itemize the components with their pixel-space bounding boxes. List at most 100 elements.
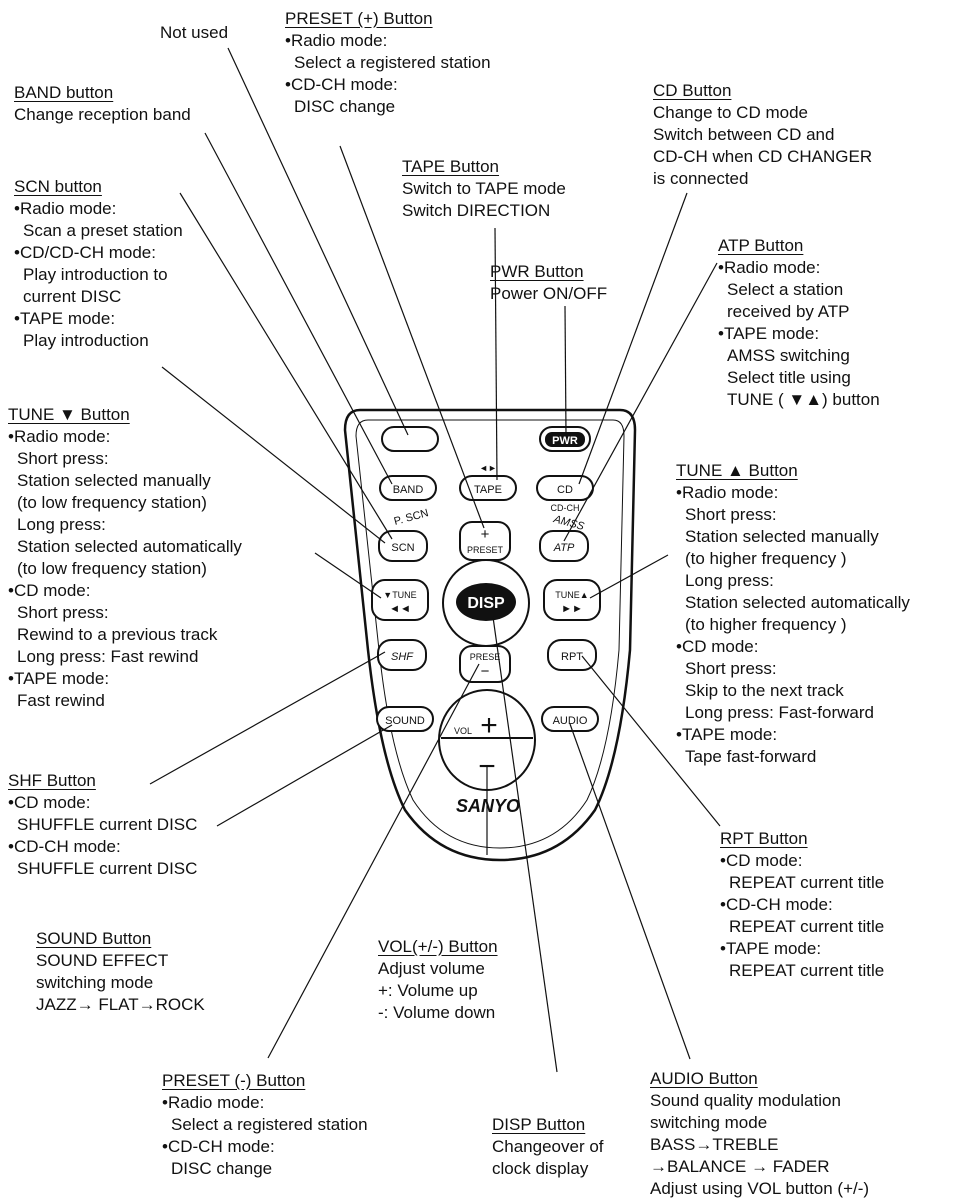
- leader-scn: [179, 192, 393, 540]
- audio-button[interactable]: AUDIO: [541, 706, 599, 732]
- preset-plus-sign: +: [481, 526, 490, 543]
- rpt-button[interactable]: RPT: [547, 639, 597, 671]
- scn-mode-3: TAPE mode:: [14, 308, 183, 330]
- rpt-mode-3: TAPE mode:: [720, 938, 884, 960]
- preset-minus-button[interactable]: PRESE −: [459, 645, 511, 683]
- preset-minus-desc-2: DISC change: [171, 1159, 273, 1178]
- shf-mode-1: CD mode:: [8, 792, 197, 814]
- band-callout: BAND button Change reception band: [14, 82, 191, 126]
- tune-down-desc-1b: Station selected manually: [17, 471, 211, 490]
- leader-scn-2: [161, 366, 386, 544]
- tune-up-desc-1b: Station selected manually: [685, 527, 879, 546]
- sound-callout: SOUND Button SOUND EFFECT switching mode…: [36, 928, 205, 1016]
- sound-button[interactable]: SOUND: [376, 706, 434, 732]
- vol-plus-icon: +: [480, 709, 498, 742]
- preset-plus-label: PRESET: [467, 545, 504, 555]
- scn-button-label: SCN: [391, 542, 414, 554]
- rpt-mode-2: CD-CH mode:: [720, 894, 884, 916]
- leader-lines: [149, 47, 721, 1073]
- tape-title: TAPE Button: [402, 157, 500, 176]
- tune-up-desc-1d: Long press:: [685, 571, 774, 590]
- preset-plus-mode-2: CD-CH mode:: [285, 74, 491, 96]
- tune-up-desc-1f: (to higher frequency ): [685, 615, 847, 634]
- tune-up-desc-2b: Skip to the next track: [685, 681, 844, 700]
- leader-tune-up: [589, 554, 669, 599]
- band-button-label: BAND: [393, 484, 424, 496]
- shf-button[interactable]: SHF: [377, 639, 427, 671]
- pwr-line-1: Power ON/OFF: [490, 284, 608, 303]
- tune-up-button[interactable]: TUNE▲ ►►: [543, 579, 601, 621]
- cd-line-4: is connected: [653, 169, 749, 188]
- band-button[interactable]: BAND: [379, 475, 437, 501]
- rpt-button-label: RPT: [561, 651, 583, 663]
- tape-callout: TAPE Button Switch to TAPE mode Switch D…: [402, 156, 566, 222]
- pwr-button[interactable]: PWR: [539, 426, 591, 452]
- tune-down-mode-3: TAPE mode:: [8, 668, 242, 690]
- preset-plus-callout: PRESET (+) Button Radio mode: Select a r…: [285, 8, 491, 118]
- tune-up-desc-1c: (to higher frequency ): [685, 549, 847, 568]
- scn-callout: SCN button Radio mode: Scan a preset sta…: [14, 176, 183, 352]
- atp-callout: ATP Button Radio mode: Select a station …: [718, 235, 880, 411]
- scn-desc-2b: current DISC: [23, 287, 122, 306]
- tune-up-mode-2: CD mode:: [676, 636, 910, 658]
- tune-down-desc-1f: (to low frequency station): [17, 559, 207, 578]
- leader-pwr: [564, 305, 567, 436]
- shf-mode-2: CD-CH mode:: [8, 836, 197, 858]
- rpt-title: RPT Button: [720, 829, 808, 848]
- rpt-desc-1: REPEAT current title: [729, 873, 885, 892]
- cd-title: CD Button: [653, 81, 732, 100]
- tune-up-label: TUNE▲: [555, 590, 588, 600]
- shf-callout: SHF Button CD mode: SHUFFLE current DISC…: [8, 770, 197, 880]
- sanyo-logo: SANYO: [456, 796, 520, 816]
- tune-down-desc-3a: Fast rewind: [17, 691, 105, 710]
- cd-line-3: CD-CH when CD CHANGER: [653, 147, 873, 166]
- preset-minus-title: PRESET (-) Button: [162, 1071, 306, 1090]
- vol-label: VOL: [454, 726, 472, 736]
- pwr-button-label: PWR: [552, 435, 578, 447]
- preset-plus-button[interactable]: + PRESET: [459, 521, 511, 561]
- cd-callout: CD Button Change to CD mode Switch betwe…: [653, 80, 872, 190]
- cd-line-1: Change to CD mode: [653, 103, 808, 122]
- leader-shf: [149, 651, 386, 785]
- rpt-callout: RPT Button CD mode: REPEAT current title…: [720, 828, 884, 982]
- tune-down-desc-1d: Long press:: [17, 515, 106, 534]
- sound-line-1: SOUND EFFECT: [36, 951, 169, 970]
- tape-button-label: TAPE: [474, 484, 502, 496]
- tune-up-desc-1a: Short press:: [685, 505, 777, 524]
- tune-up-desc-3a: Tape fast-forward: [685, 747, 817, 766]
- preset-minus-mode-1: Radio mode:: [162, 1092, 368, 1114]
- cd-line-2: Switch between CD and: [653, 125, 835, 144]
- scn-title: SCN button: [14, 177, 102, 196]
- leader-not-used: [227, 47, 409, 436]
- audio-title: AUDIO Button: [650, 1069, 758, 1088]
- scn-mode-1: Radio mode:: [14, 198, 183, 220]
- preset-plus-mode-1: Radio mode:: [285, 30, 491, 52]
- tune-down-mode-1: Radio mode:: [8, 426, 242, 448]
- shf-button-label: SHF: [391, 651, 414, 663]
- atp-desc-2b: Select title using: [727, 368, 851, 387]
- disp-button[interactable]: DISP: [456, 583, 516, 621]
- preset-plus-title: PRESET (+) Button: [285, 9, 433, 28]
- cd-button-label: CD: [557, 484, 573, 496]
- sound-line-2: switching mode: [36, 973, 154, 992]
- not-used-button[interactable]: [381, 426, 439, 452]
- tune-up-desc-1e: Station selected automatically: [685, 593, 910, 612]
- band-line-1: Change reception band: [14, 105, 191, 124]
- vol-callout: VOL(+/-) Button Adjust volume +: Volume …: [378, 936, 498, 1024]
- tape-line-2: Switch DIRECTION: [402, 201, 551, 220]
- leader-tape: [494, 227, 498, 481]
- tune-down-label: ▼TUNE: [383, 590, 416, 600]
- preset-minus-label: PRESE: [470, 652, 501, 662]
- tape-button[interactable]: ◄► TAPE: [459, 463, 517, 501]
- leader-tune-down: [314, 552, 382, 599]
- rpt-mode-1: CD mode:: [720, 850, 884, 872]
- audio-button-label: AUDIO: [553, 715, 588, 727]
- tune-down-button[interactable]: ▼TUNE ◄◄: [371, 579, 429, 621]
- atp-desc-2a: AMSS switching: [727, 346, 850, 365]
- disp-line-2: clock display: [492, 1159, 589, 1178]
- tune-up-desc-2c: Long press: Fast-forward: [685, 703, 874, 722]
- not-used-title: Not used: [160, 23, 229, 42]
- tune-down-desc-2c: Long press: Fast rewind: [17, 647, 199, 666]
- atp-mode-2: TAPE mode:: [718, 323, 880, 345]
